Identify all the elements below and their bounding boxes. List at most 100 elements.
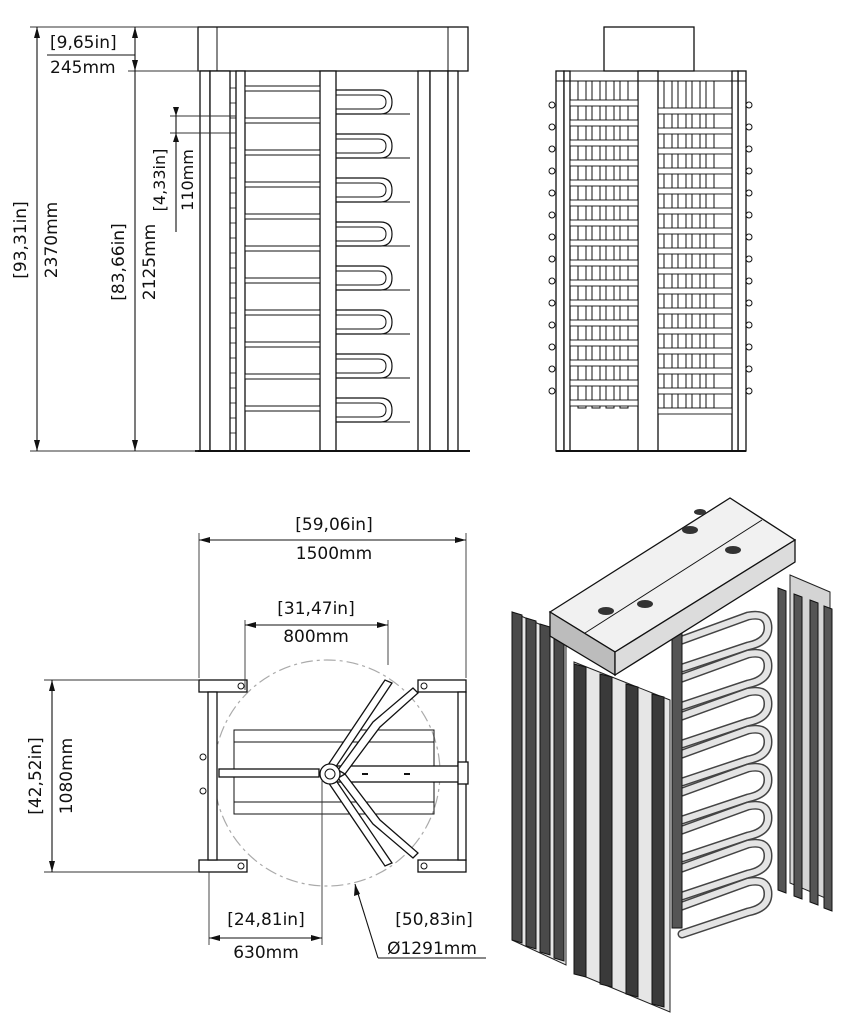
side-arm-left xyxy=(569,379,639,387)
front-dimensions: [93,31in] 2370mm [9,65in] 245mm [83,66in… xyxy=(11,26,236,452)
side-arm-cap-right xyxy=(745,189,753,197)
side-arm-cap-left xyxy=(548,321,556,329)
side-arm-cap-right xyxy=(745,145,753,153)
front-elevation-view xyxy=(195,26,470,452)
side-arm-right xyxy=(657,407,733,415)
side-arm-right xyxy=(657,347,733,355)
passage-width-in-label: [31,47in] xyxy=(277,599,354,619)
front-fixed-bar xyxy=(244,117,321,124)
side-arm-left xyxy=(569,159,639,167)
side-arm-cap-right xyxy=(745,365,753,373)
iso-post xyxy=(573,663,587,978)
iso-arm-loop-highlight xyxy=(679,612,772,671)
side-arm-right xyxy=(657,147,733,155)
side-arm-cap-right xyxy=(745,123,753,131)
front-fixed-bars xyxy=(230,85,321,434)
iso-post xyxy=(625,683,639,998)
iso-arm-loop-highlight xyxy=(679,726,772,785)
front-fixed-bar xyxy=(244,341,321,348)
front-fixed-bar xyxy=(244,149,321,156)
side-arm-right xyxy=(657,207,733,215)
iso-post xyxy=(823,605,833,912)
iso-arm-loop-highlight xyxy=(679,764,772,823)
overall-width-mm-label: 1500mm xyxy=(296,544,372,564)
front-arm-loop-inner xyxy=(336,314,387,330)
front-fixed-bar xyxy=(244,405,321,412)
rotor-diameter-mm-label: Ø1291mm xyxy=(387,939,477,959)
arm-spacing-mm-label: 110mm xyxy=(178,149,197,211)
side-arm-cap-right xyxy=(745,101,753,109)
iso-post xyxy=(777,587,787,894)
front-fixed-bar xyxy=(244,213,321,220)
side-arm-left xyxy=(569,179,639,187)
plan-view xyxy=(198,659,469,887)
offset-in-label: [24,81in] xyxy=(227,910,304,930)
side-arm-right xyxy=(657,367,733,375)
front-fixed-bar xyxy=(244,85,321,92)
side-arm-cap-left xyxy=(548,365,556,373)
body-height-in-label: [83,66in] xyxy=(109,223,129,300)
top-height-mm-label: 245mm xyxy=(50,58,116,78)
front-arm-loop-inner xyxy=(336,358,387,374)
total-height-mm-label: 2370mm xyxy=(42,202,62,278)
side-arm-cap-right xyxy=(745,233,753,241)
side-arm-cap-right xyxy=(745,321,753,329)
front-fixed-bar xyxy=(244,277,321,284)
front-rotor-arms xyxy=(336,89,410,423)
iso-arm-loop-highlight xyxy=(679,688,772,747)
front-arm-loop xyxy=(336,309,393,335)
front-arm-loop xyxy=(336,397,393,423)
side-arm-right xyxy=(657,267,733,275)
side-arm-cap-left xyxy=(548,277,556,285)
side-arm-right xyxy=(657,327,733,335)
front-arm-loop-inner xyxy=(336,182,387,198)
side-arm-cap-left xyxy=(548,299,556,307)
iso-post xyxy=(599,673,613,988)
side-bars-and-arms xyxy=(548,80,753,415)
side-arm-left xyxy=(569,99,639,107)
side-arm-cap-left xyxy=(548,101,556,109)
front-fixed-bar xyxy=(244,181,321,188)
iso-post xyxy=(525,617,537,950)
depth-in-label: [42,52in] xyxy=(26,737,46,814)
body-height-mm-label: 2125mm xyxy=(140,224,160,300)
side-arm-cap-left xyxy=(548,123,556,131)
front-arm-loop-inner xyxy=(336,402,387,418)
side-arm-cap-right xyxy=(745,167,753,175)
plan-dimensions: [59,06in] 1500mm [31,47in] 800mm [42,52i… xyxy=(26,515,486,963)
iso-rotor-shaft xyxy=(671,627,683,929)
side-arm-cap-right xyxy=(745,255,753,263)
side-arm-left xyxy=(569,319,639,327)
iso-post xyxy=(539,623,551,956)
iso-post xyxy=(793,593,803,900)
side-arm-right xyxy=(657,307,733,315)
depth-mm-label: 1080mm xyxy=(57,738,77,814)
side-arm-left xyxy=(569,359,639,367)
front-arm-loop-inner xyxy=(336,138,387,154)
passage-width-mm-label: 800mm xyxy=(283,627,349,647)
front-fixed-bar xyxy=(244,245,321,252)
side-arm-cap-left xyxy=(548,233,556,241)
side-arm-cap-left xyxy=(548,255,556,263)
side-arm-right xyxy=(657,187,733,195)
side-arm-cap-left xyxy=(548,343,556,351)
side-arm-cap-left xyxy=(548,167,556,175)
side-elevation-view xyxy=(548,26,753,452)
iso-front-posts xyxy=(573,663,665,1008)
side-arm-left xyxy=(569,339,639,347)
iso-rotor-arms xyxy=(671,610,773,939)
front-fixed-bar xyxy=(244,373,321,380)
iso-arm-loop-highlight xyxy=(679,650,772,709)
side-arm-cap-left xyxy=(548,145,556,153)
side-arm-left xyxy=(569,139,639,147)
side-arm-cap-left xyxy=(548,387,556,395)
iso-arm-loop-highlight xyxy=(679,840,772,899)
side-arm-right xyxy=(657,127,733,135)
side-arm-left xyxy=(569,259,639,267)
iso-post xyxy=(511,611,523,944)
side-arm-left xyxy=(569,219,639,227)
iso-post xyxy=(553,629,565,962)
front-arm-loop-inner xyxy=(336,270,387,286)
offset-mm-label: 630mm xyxy=(233,943,299,963)
front-arm-loop xyxy=(336,89,393,115)
